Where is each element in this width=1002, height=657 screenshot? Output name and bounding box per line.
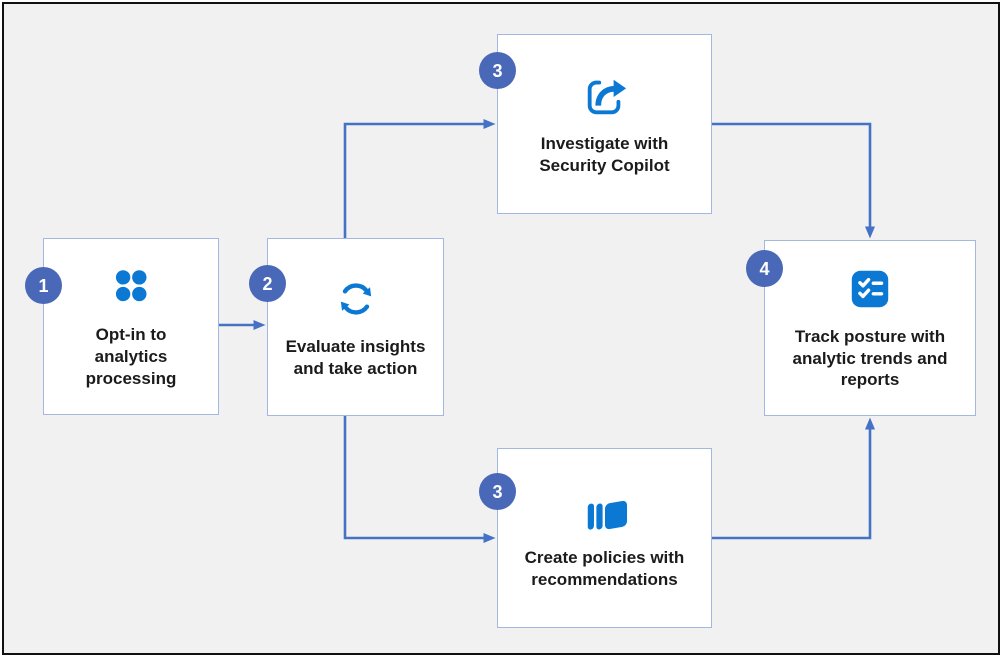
step-badge-3-bottom: 3 — [479, 473, 516, 510]
connector-create-policies-to-track-posture — [712, 417, 875, 540]
node-evaluate-insights: 2 Evaluate insights and take action — [249, 238, 444, 416]
node-investigate-security-copilot: 3 Investigate with Security Copilot — [479, 34, 712, 214]
share-arrow-icon — [582, 72, 628, 120]
step-badge-4: 4 — [746, 250, 783, 287]
node-track-posture: 4 Track posture with analytic trends and… — [746, 240, 976, 416]
node-label: Evaluate insights and take action — [285, 336, 426, 378]
connector-evaluate-to-create-policies — [343, 416, 496, 543]
node-label: Track posture with analytic trends and r… — [792, 326, 948, 390]
node-label: Create policies with recommendations — [524, 547, 685, 589]
node-label: Investigate with Security Copilot — [539, 133, 670, 175]
node-create-policies: 3 Create policies with recommendations — [479, 448, 712, 628]
step-badge-2: 2 — [249, 265, 286, 302]
connector-evaluate-to-investigate — [343, 119, 496, 238]
sync-arrows-icon — [333, 275, 379, 323]
step-badge-1: 1 — [25, 267, 62, 304]
node-opt-in-analytics: 1 Opt-in to analytics processing — [25, 238, 219, 415]
node-label: Opt-in to analytics processing — [85, 325, 177, 388]
diagram-stage: 1 Opt-in to analytics processing 2 — [4, 4, 1002, 657]
connector-layer — [217, 119, 875, 543]
apps-dots-icon — [110, 263, 152, 311]
checklist-icon — [847, 265, 893, 313]
connector-investigate-to-track-posture — [712, 122, 875, 239]
stacked-cards-icon — [582, 486, 628, 534]
step-badge-3-top: 3 — [479, 52, 516, 89]
